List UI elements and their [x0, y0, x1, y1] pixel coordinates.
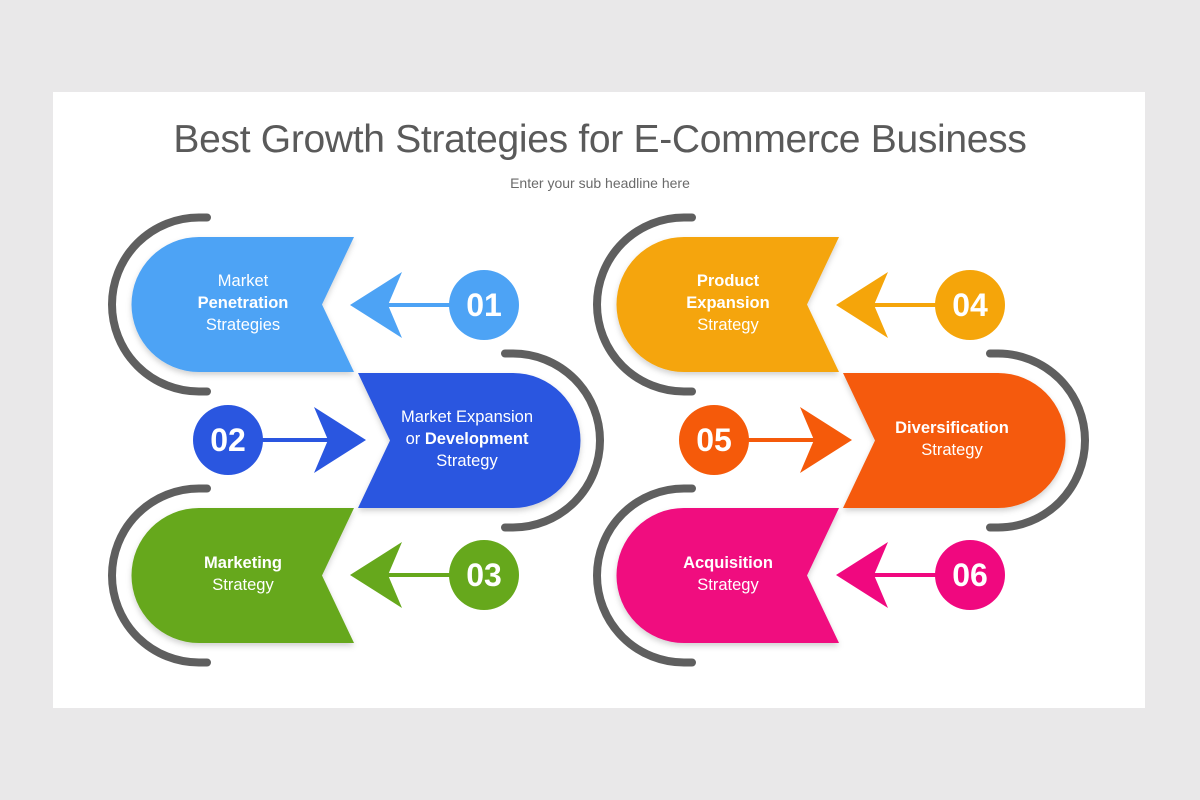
strategy-shape	[843, 373, 1066, 508]
strategy-shape	[358, 373, 581, 508]
step-number: 01	[466, 287, 502, 323]
step-05: 05	[679, 349, 1089, 532]
label-text: Marketing	[204, 554, 282, 572]
label-text: Strategy	[697, 316, 759, 334]
step-01: 01	[108, 213, 519, 396]
label-text: Strategy	[436, 452, 498, 470]
label-line: Strategy	[653, 574, 803, 596]
label-line: Diversification	[877, 417, 1027, 439]
arrow-icon	[836, 542, 888, 608]
arrow-icon	[800, 407, 852, 473]
step-02: 02	[193, 349, 604, 532]
number-badge	[935, 270, 1005, 340]
slide-subtitle: Enter your sub headline here	[510, 175, 690, 191]
label-line: or Development	[392, 428, 542, 450]
strategy-shape	[616, 508, 839, 643]
label-text: Strategy	[697, 576, 759, 594]
bracket-arc	[501, 349, 604, 532]
label-text: Product	[696, 272, 760, 290]
label-text: Market Expansion	[400, 408, 534, 426]
strategy-shape	[131, 508, 354, 643]
strategy-shape	[616, 237, 839, 372]
label-text: Development	[424, 430, 529, 448]
label-text: Acquisition	[683, 554, 773, 572]
label-line: Strategy	[653, 314, 803, 336]
label-line: Marketing	[168, 552, 318, 574]
bracket-arc	[593, 213, 696, 396]
arrow-icon	[836, 272, 888, 338]
label-line: Market	[168, 270, 318, 292]
label-line: Expansion	[653, 292, 803, 314]
number-badge	[679, 405, 749, 475]
label-text: Strategy	[212, 576, 274, 594]
slide-title: Best Growth Strategies for E-Commerce Bu…	[173, 118, 1027, 161]
step-number: 02	[210, 422, 246, 458]
number-badge	[935, 540, 1005, 610]
number-badge	[449, 540, 519, 610]
label-line: Product	[653, 270, 803, 292]
label-line: Acquisition	[653, 552, 803, 574]
label-text: or	[405, 430, 425, 448]
step-04: 04	[593, 213, 1005, 396]
step-number: 06	[952, 557, 988, 593]
label-line: Strategy	[392, 450, 542, 472]
bracket-arc	[108, 213, 211, 396]
step-number: 03	[466, 557, 502, 593]
label-line: Strategy	[877, 439, 1027, 461]
bracket-arc	[986, 349, 1089, 532]
label-text: Strategies	[205, 316, 281, 334]
label-text: Strategy	[921, 441, 983, 459]
arrow-icon	[350, 542, 402, 608]
label-text: Expansion	[686, 294, 770, 312]
label-text: Market	[217, 272, 269, 290]
arrow-icon	[350, 272, 402, 338]
bracket-arc	[593, 484, 696, 667]
strategy-shape	[131, 237, 354, 372]
step-06: 06	[593, 484, 1005, 667]
label-text: Penetration	[197, 294, 289, 312]
step-number: 05	[696, 422, 732, 458]
label-line: Market Expansion	[392, 406, 542, 428]
label-line: Strategies	[168, 314, 318, 336]
number-badge	[193, 405, 263, 475]
step-03: 03	[108, 484, 519, 667]
number-badge	[449, 270, 519, 340]
bracket-arc	[108, 484, 211, 667]
step-number: 04	[952, 287, 988, 323]
arrow-icon	[314, 407, 366, 473]
label-line: Penetration	[168, 292, 318, 314]
label-text: Diversification	[895, 419, 1009, 437]
label-line: Strategy	[168, 574, 318, 596]
